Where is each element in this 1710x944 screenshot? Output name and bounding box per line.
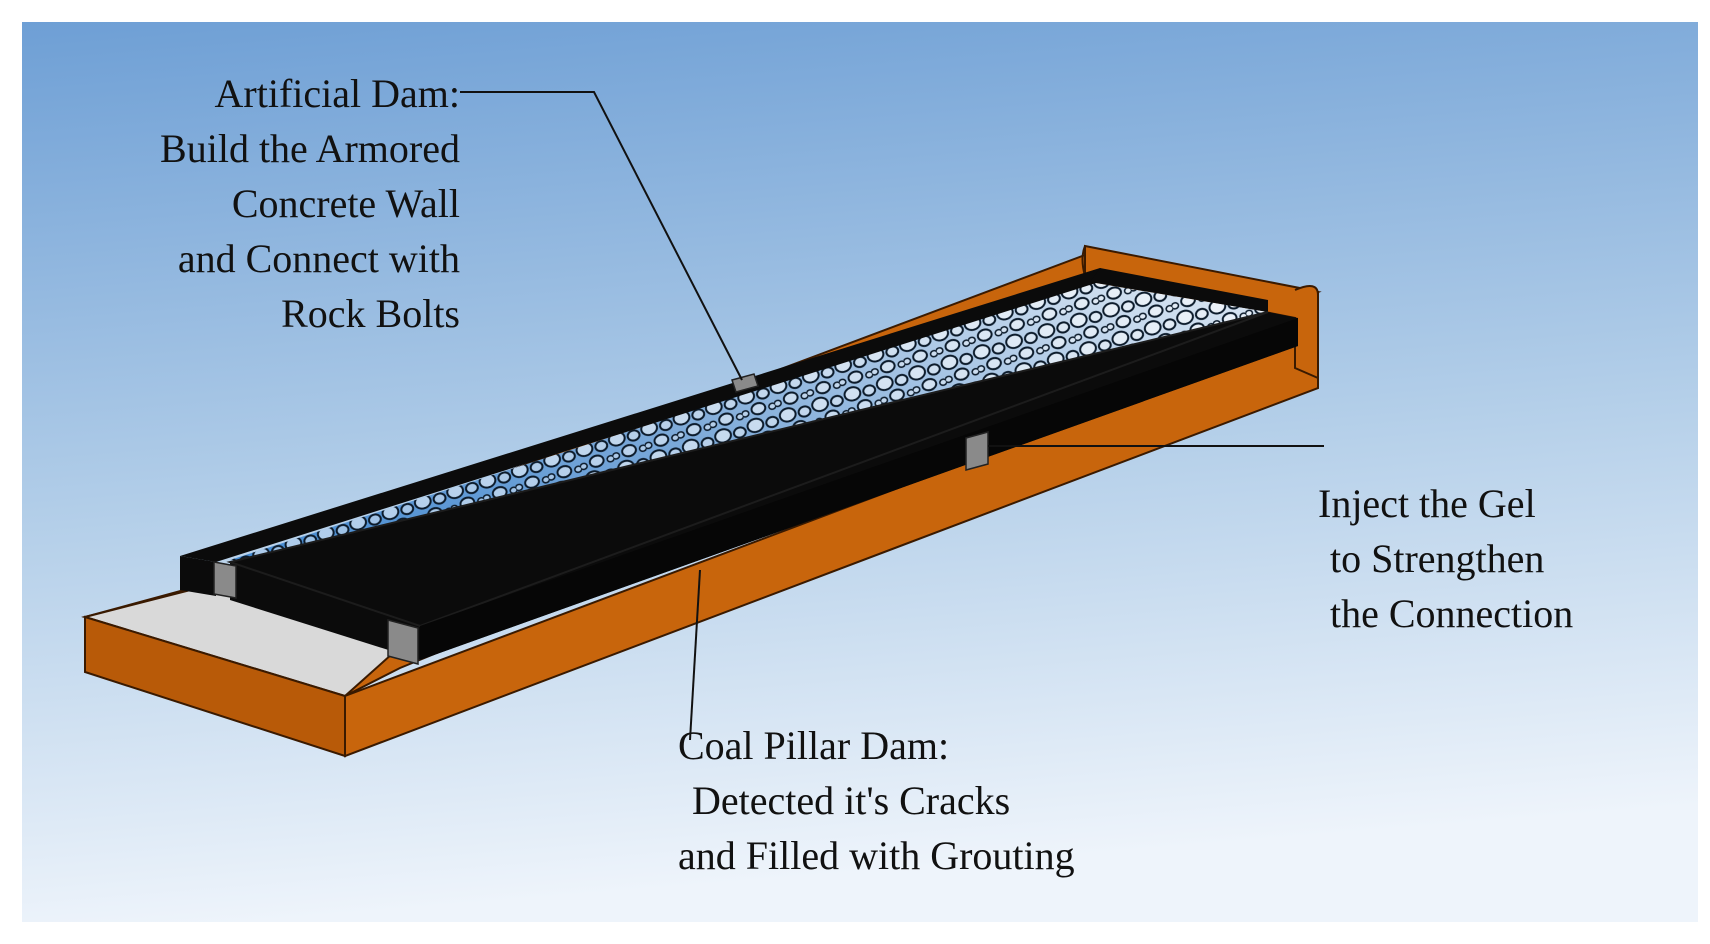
inject-gel-line-1: Inject the Gel [1318, 481, 1536, 526]
leader-coal-pillar [689, 569, 701, 741]
front-wall [226, 311, 1298, 660]
joints [213, 373, 989, 665]
leader-lines [460, 91, 1324, 741]
coal-pillar-dam-label: Coal Pillar Dam: Detected it's Cracks an… [678, 718, 1075, 883]
joint-front [387, 619, 419, 665]
artificial-dam-line-4: and Connect with [177, 236, 460, 281]
inject-gel-line-2: to Strengthen [1330, 536, 1545, 581]
artificial-dam-line-2: Build the Armored [160, 126, 460, 171]
joint-gel [965, 431, 989, 471]
leader-artificial-dam [460, 91, 743, 381]
coal-pillar-line-2: Detected it's Cracks [692, 778, 1011, 823]
back-wall [180, 268, 1268, 596]
joint-left [213, 561, 237, 599]
artificial-dam-line-3: Concrete Wall [231, 181, 460, 226]
artificial-dam-line-1: Artificial Dam: [214, 71, 460, 116]
inject-gel-line-3: the Connection [1330, 591, 1574, 636]
artificial-dam-line-5: Rock Bolts [281, 291, 460, 336]
inject-gel-label: Inject the Gel to Strengthen the Connect… [1318, 476, 1573, 641]
coal-pillar-line-3: and Filled with Grouting [678, 833, 1075, 878]
joint-top [731, 373, 759, 393]
artificial-dam-label: Artificial Dam: Build the Armored Concre… [60, 66, 460, 341]
coal-pillar-line-1: Coal Pillar Dam: [678, 723, 950, 768]
